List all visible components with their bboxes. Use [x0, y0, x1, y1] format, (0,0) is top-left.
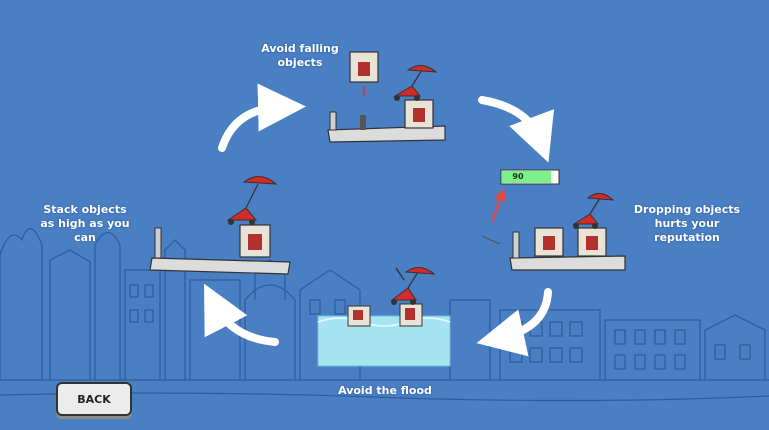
scooter-umbrella [393, 65, 438, 101]
caption-line: can [74, 231, 96, 244]
flood-scooter-umbrella [390, 267, 436, 305]
reputation-platform [509, 255, 626, 271]
reputation-scooter-umbrella [572, 193, 615, 229]
arrow-bottom-to-left [203, 283, 279, 346]
caption-avoid-flood: Avoid the flood [320, 384, 450, 398]
stack-scooter-umbrella [226, 176, 278, 225]
arrow-top-to-right [478, 96, 555, 163]
reputation-drop-arrow [490, 188, 506, 223]
reputation-bar-fill [502, 171, 552, 183]
caption-line: Stack objects [43, 203, 127, 216]
caption-line: Avoid the flood [338, 384, 432, 397]
caption-line: Avoid falling [261, 42, 339, 55]
caption-avoid-falling: Avoid falling objects [245, 42, 355, 70]
reputation-value: 90 [512, 172, 524, 181]
caption-stack-objects: Stack objects as high as you can [30, 203, 140, 245]
caption-line: as high as you [40, 217, 130, 230]
arrow-left-to-top [218, 83, 306, 152]
arrow-right-to-bottom [476, 288, 552, 357]
panel-avoid-flood [317, 267, 451, 367]
stack-platform [149, 257, 291, 275]
caption-line: reputation [654, 231, 720, 244]
back-button[interactable]: BACK [56, 382, 132, 416]
flood-water [317, 315, 451, 367]
caption-line: hurts your [654, 217, 720, 230]
caption-line: objects [277, 56, 323, 69]
panel-avoid-falling [327, 51, 446, 143]
city-skyline-background [0, 228, 769, 402]
panel-reputation [481, 169, 626, 271]
caption-line: Dropping objects [633, 203, 741, 216]
cycle-arrows [203, 83, 555, 357]
panel-stack-objects [149, 176, 291, 275]
caption-reputation: Dropping objects hurts your reputation [632, 203, 742, 245]
